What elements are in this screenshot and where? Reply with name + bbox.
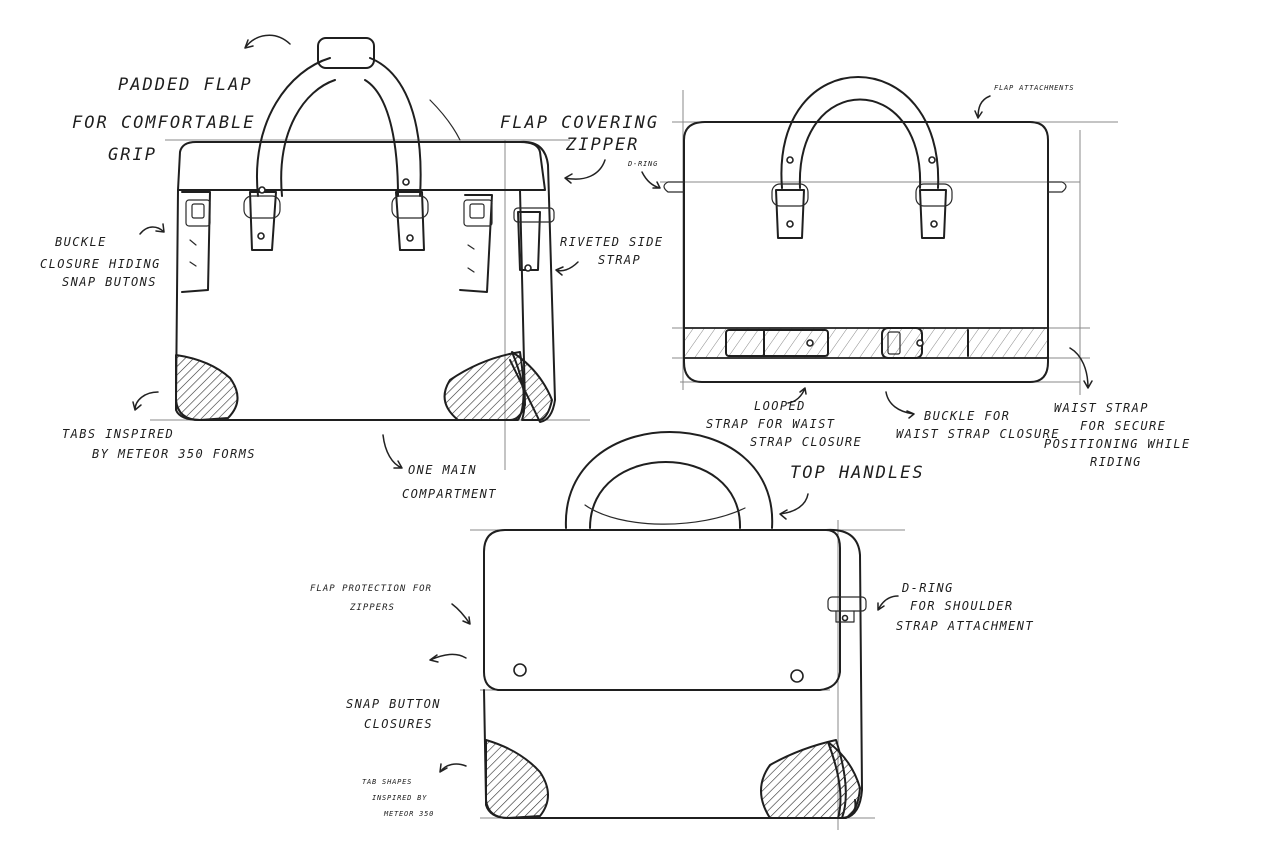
flap-covering-arrow bbox=[564, 159, 606, 184]
label-one-main-1: ONE MAIN bbox=[408, 463, 477, 477]
label-top-handles: TOP HANDLES bbox=[790, 463, 925, 483]
label-riveted-strap-1: RIVETED SIDE bbox=[560, 235, 664, 249]
tabs-inspired-arrow bbox=[132, 391, 159, 411]
label-snap-button-2: CLOSURES bbox=[364, 717, 433, 731]
label-padded-flap-2: FOR COMFORTABLE bbox=[72, 113, 256, 133]
flap-attachments-arrow bbox=[974, 95, 991, 119]
label-looped-strap-2: STRAP FOR WAIST bbox=[706, 417, 835, 431]
front-view-bag bbox=[150, 37, 590, 470]
side-view-bag bbox=[470, 431, 905, 830]
d-ring-shoulder-arrow bbox=[877, 595, 899, 611]
side-view-annotations: TOP HANDLES FLAP PROTECTION FOR ZIPPERS … bbox=[310, 463, 1034, 818]
label-flap-protection-1: FLAP PROTECTION FOR bbox=[310, 584, 432, 594]
label-padded-flap-3: GRIP bbox=[108, 145, 157, 165]
label-buckle-waist-2: WAIST STRAP CLOSURE bbox=[896, 427, 1060, 441]
label-d-ring-shoulder-2: FOR SHOULDER bbox=[910, 599, 1014, 613]
one-main-arrow bbox=[382, 434, 403, 469]
label-tab-shapes-3: METEOR 350 bbox=[383, 810, 434, 818]
label-looped-strap-3: STRAP CLOSURE bbox=[750, 435, 862, 449]
back-view-bag bbox=[660, 76, 1118, 395]
flap-protection-arrow bbox=[451, 603, 471, 625]
label-d-ring-shoulder-3: STRAP ATTACHMENT bbox=[896, 619, 1034, 633]
label-waist-strap-3: POSITIONING WHILE bbox=[1044, 437, 1191, 451]
label-buckle-closure-2: CLOSURE HIDING bbox=[40, 257, 161, 271]
label-flap-covering-2: ZIPPER bbox=[565, 135, 639, 155]
label-tab-shapes-2: INSPIRED BY bbox=[372, 794, 427, 802]
label-flap-covering-1: FLAP COVERING bbox=[500, 113, 659, 133]
label-buckle-closure-3: SNAP BUTONS bbox=[62, 275, 157, 289]
label-buckle-closure-1: BUCKLE bbox=[55, 235, 107, 249]
top-handles-arrow bbox=[779, 493, 809, 520]
flap-protection-arrow-2 bbox=[429, 653, 467, 663]
label-d-ring-side: D-RING bbox=[627, 160, 658, 168]
d-ring-side-arrow bbox=[641, 171, 661, 189]
label-waist-strap-4: RIDING bbox=[1090, 455, 1142, 469]
label-waist-strap-2: FOR SECURE bbox=[1080, 419, 1166, 433]
label-tabs-inspired-2: BY METEOR 350 FORMS bbox=[92, 447, 256, 461]
label-snap-button-1: SNAP BUTTON bbox=[346, 697, 441, 711]
label-waist-strap-1: WAIST STRAP bbox=[1054, 401, 1149, 415]
buckle-waist-arrow bbox=[885, 391, 915, 419]
riveted-strap-arrow bbox=[555, 261, 579, 276]
label-tab-shapes-1: TAB SHAPES bbox=[362, 778, 412, 786]
back-view-annotations: FLAP ATTACHMENTS D-RING LOOPED STRAP FOR… bbox=[627, 84, 1191, 469]
padded-flap-arrow bbox=[244, 34, 291, 49]
label-d-ring-shoulder-1: D-RING bbox=[901, 581, 954, 595]
label-riveted-strap-2: STRAP bbox=[598, 253, 641, 267]
front-view-annotations: PADDED FLAP FOR COMFORTABLE GRIP FLAP CO… bbox=[40, 34, 664, 501]
tab-shapes-arrow bbox=[439, 763, 467, 773]
label-tabs-inspired-1: TABS INSPIRED bbox=[62, 427, 174, 441]
label-flap-protection-2: ZIPPERS bbox=[349, 603, 395, 613]
label-buckle-waist-1: BUCKLE FOR bbox=[924, 409, 1010, 423]
looped-strap-arrow bbox=[787, 387, 807, 404]
label-flap-attachments: FLAP ATTACHMENTS bbox=[994, 84, 1074, 92]
label-looped-strap-1: LOOPED bbox=[754, 399, 806, 413]
label-one-main-2: COMPARTMENT bbox=[402, 487, 497, 501]
waist-strap-arrow bbox=[1069, 347, 1093, 389]
buckle-closure-arrow bbox=[139, 223, 165, 235]
label-padded-flap-1: PADDED FLAP bbox=[118, 75, 253, 95]
